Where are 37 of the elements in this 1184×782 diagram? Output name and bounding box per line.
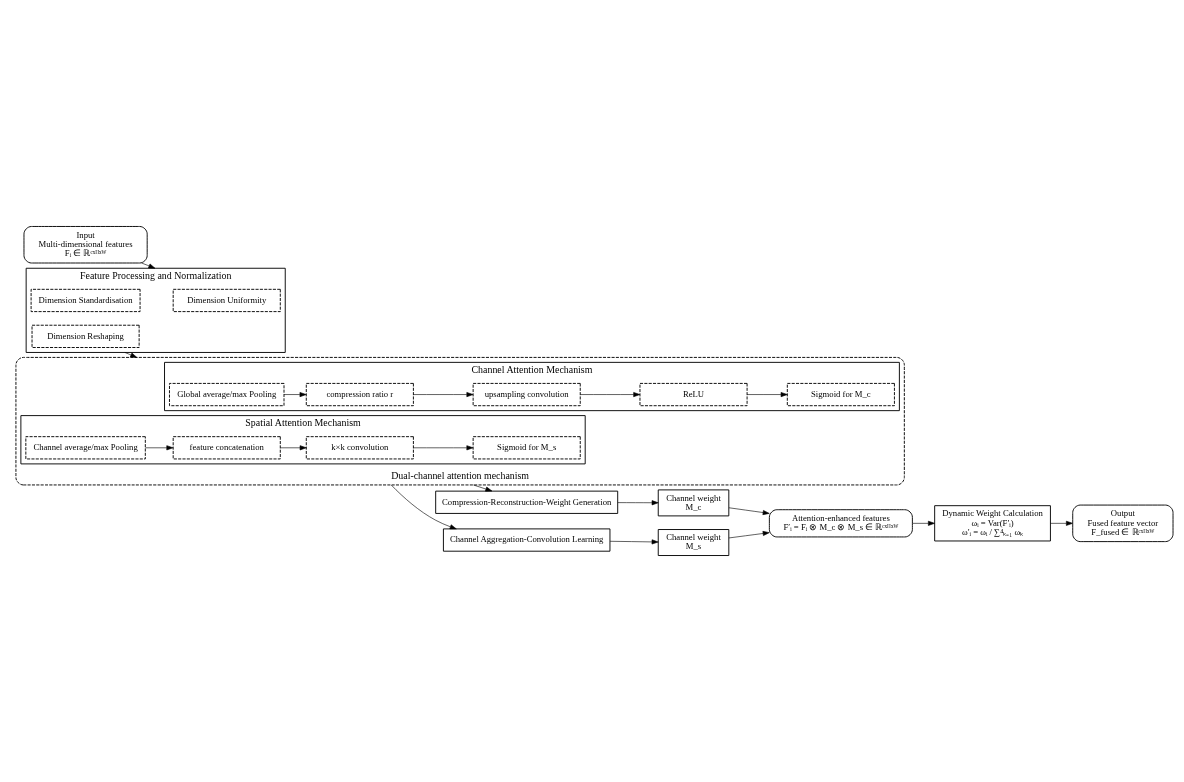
node-box: Compression-Reconstruction-Weight Generation [435, 490, 619, 514]
node-box: Sigmoid for M_c [786, 382, 895, 407]
arrow [145, 445, 174, 451]
node-box: Dynamic Weight Calculation ωᵢ = Var(F′ᵢ) ω′ᵢ = ωᵢ / ∑⁴ₖ₌₁ ωₖ [934, 505, 1051, 542]
arrow [473, 484, 493, 492]
arrow [283, 392, 307, 398]
node-box: Dimension Standardisation [30, 288, 141, 313]
arrow [280, 445, 307, 451]
arrow [141, 262, 156, 269]
node-box: Input Multi-dimensional features Fᵢ ∈ ℝᶜˣᴴˣᵂ [23, 226, 148, 264]
arrow [1050, 520, 1073, 526]
node-box: Dimension Reshaping [31, 324, 140, 348]
node-box: Channel weight M_s [657, 529, 730, 556]
node-box: Dimension Uniformity [172, 288, 281, 313]
node-box: Sigmoid for M_s [472, 436, 581, 460]
node-box: Channel average/max Pooling [25, 436, 146, 460]
node-box: Channel weight M_c [657, 489, 730, 517]
arrow [728, 531, 770, 539]
node-box: Channel Aggregation-Convolution Learning [442, 528, 611, 552]
arrow [124, 352, 138, 358]
arrow [413, 445, 474, 451]
arrow [413, 392, 474, 398]
node-box: upsampling convolution [472, 382, 581, 407]
node-box: Attention-enhanced features F′ᵢ = Fᵢ ⊗ M_c ⊗ M_s ∈ ℝᶜˣᴴˣᵂ [768, 509, 913, 538]
arrow [617, 500, 659, 506]
arrow [746, 392, 788, 398]
arrow [580, 392, 641, 398]
arrow [609, 539, 659, 545]
node-box: feature concatenation [172, 436, 281, 460]
arrow [912, 520, 935, 526]
node-box: Output Fused feature vector F_fused ∈ ℝᶜˣᴴˣᵂ [1072, 504, 1174, 543]
arrow [728, 507, 770, 515]
node-box: ReLU [639, 382, 748, 407]
node-box: k×k convolution [305, 436, 414, 460]
node-box: compression ratio r [305, 382, 414, 407]
node-box: Global average/max Pooling [169, 382, 285, 407]
arrow [390, 484, 457, 530]
